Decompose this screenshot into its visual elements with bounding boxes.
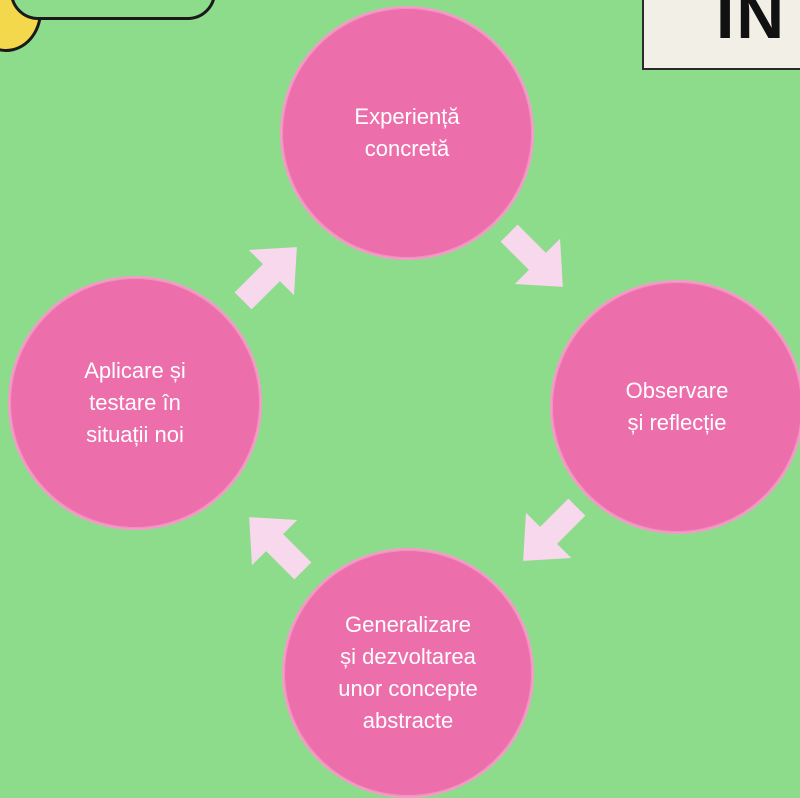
page-title: IN <box>716 0 786 52</box>
node-apply-test: Aplicare și testare în situații noi <box>8 276 262 530</box>
arrow-right-to-bottom-icon <box>523 498 586 561</box>
arrow-top-to-right-icon <box>500 224 563 287</box>
node-label: Observare și reflecție <box>625 378 729 435</box>
node-label: Experiență concretă <box>354 104 460 161</box>
node-abstract-concepts: Generalizare și dezvoltarea unor concept… <box>282 548 534 798</box>
title-card: IN <box>642 0 800 70</box>
node-label: Generalizare și dezvoltarea unor concept… <box>338 612 478 733</box>
zigzag-badge <box>10 0 216 20</box>
node-observation-reflection: Observare și reflecție <box>550 280 800 534</box>
node-label: Aplicare și testare în situații noi <box>84 358 186 447</box>
arrow-bottom-to-left-icon <box>249 517 312 580</box>
arrow-left-to-top-icon <box>234 247 297 310</box>
node-concrete-experience: Experiență concretă <box>280 6 534 260</box>
